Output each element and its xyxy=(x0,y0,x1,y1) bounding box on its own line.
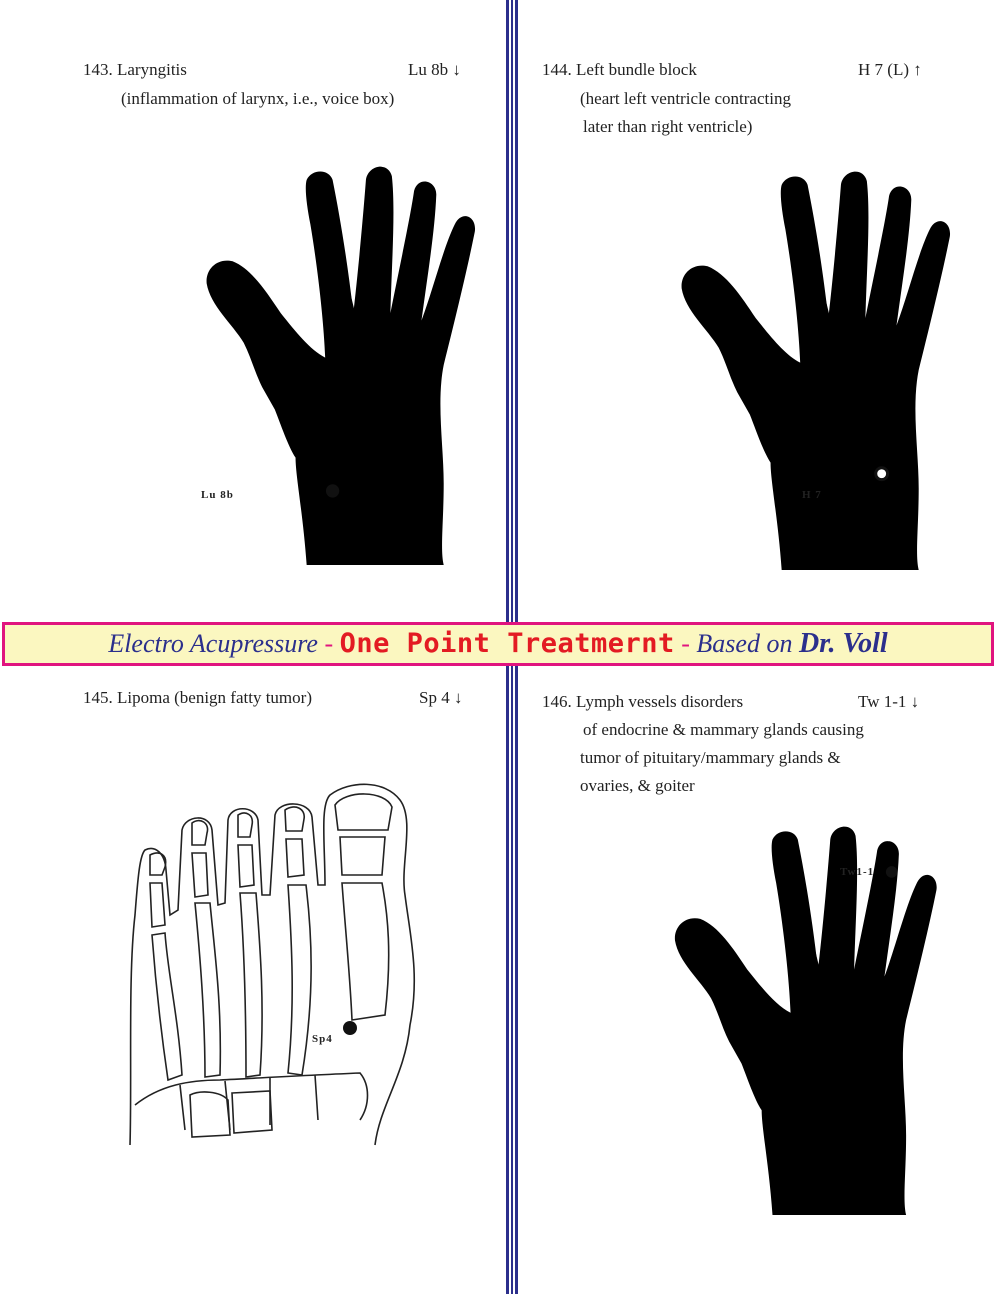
banner-title-part2: One Point Treatmernt xyxy=(339,628,675,659)
acupoint-sp4-marker xyxy=(343,1021,357,1035)
acupoint-h7-marker xyxy=(874,466,890,482)
banner-title-part4: Dr. Voll xyxy=(798,628,888,659)
banner-separator: - xyxy=(317,629,340,658)
hand-skeleton-icon xyxy=(206,166,476,566)
entry-143-title: 143. Laryngitis xyxy=(83,60,187,79)
entry-146-desc-line-2: tumor of pituitary/mammary glands & xyxy=(580,748,841,767)
banner-title-part1: Electro Acupressure xyxy=(108,629,318,658)
figure-label-h7: H 7 xyxy=(802,489,822,501)
entry-146-title: 146. Lymph vessels disorders xyxy=(542,692,744,711)
entry-146-desc-line-3: ovaries, & goiter xyxy=(580,776,695,795)
entry-146-point: Tw 1-1 ↓ xyxy=(858,692,920,711)
acupoint-lu8b-marker xyxy=(325,484,340,498)
entry-144-title: 144. Left bundle block xyxy=(542,60,697,79)
header-banner: Electro Acupressure - One Point Treatmer… xyxy=(2,622,994,666)
entry-143-desc-line: (inflammation of larynx, i.e., voice box… xyxy=(121,89,395,108)
banner-separator: - xyxy=(674,629,697,658)
entry-146-desc-line-1: of endocrine & mammary glands causing xyxy=(583,720,864,739)
entry-145-title: 145. Lipoma (benign fatty tumor) xyxy=(83,688,312,707)
entry-144-point: H 7 (L) ↑ xyxy=(858,60,922,79)
figure-label-lu8b: Lu 8b xyxy=(201,489,234,501)
entry-143-point: Lu 8b ↓ xyxy=(408,60,461,79)
hand-skeleton-icon xyxy=(681,171,951,571)
entry-144-desc-line-2: later than right ventricle) xyxy=(583,117,753,136)
entry-145-point: Sp 4 ↓ xyxy=(419,688,463,707)
banner-title-part3: Based on xyxy=(696,629,799,658)
hand-skeleton-icon xyxy=(674,826,937,1215)
figure-label-tw1-1: Tw1-1 xyxy=(840,866,875,878)
entry-144-desc-line-1: (heart left ventricle contracting xyxy=(580,89,791,108)
foot-skeleton-icon xyxy=(129,783,416,1146)
figure-label-sp4: Sp4 xyxy=(312,1033,333,1045)
acupoint-tw1-1-marker xyxy=(885,866,898,878)
